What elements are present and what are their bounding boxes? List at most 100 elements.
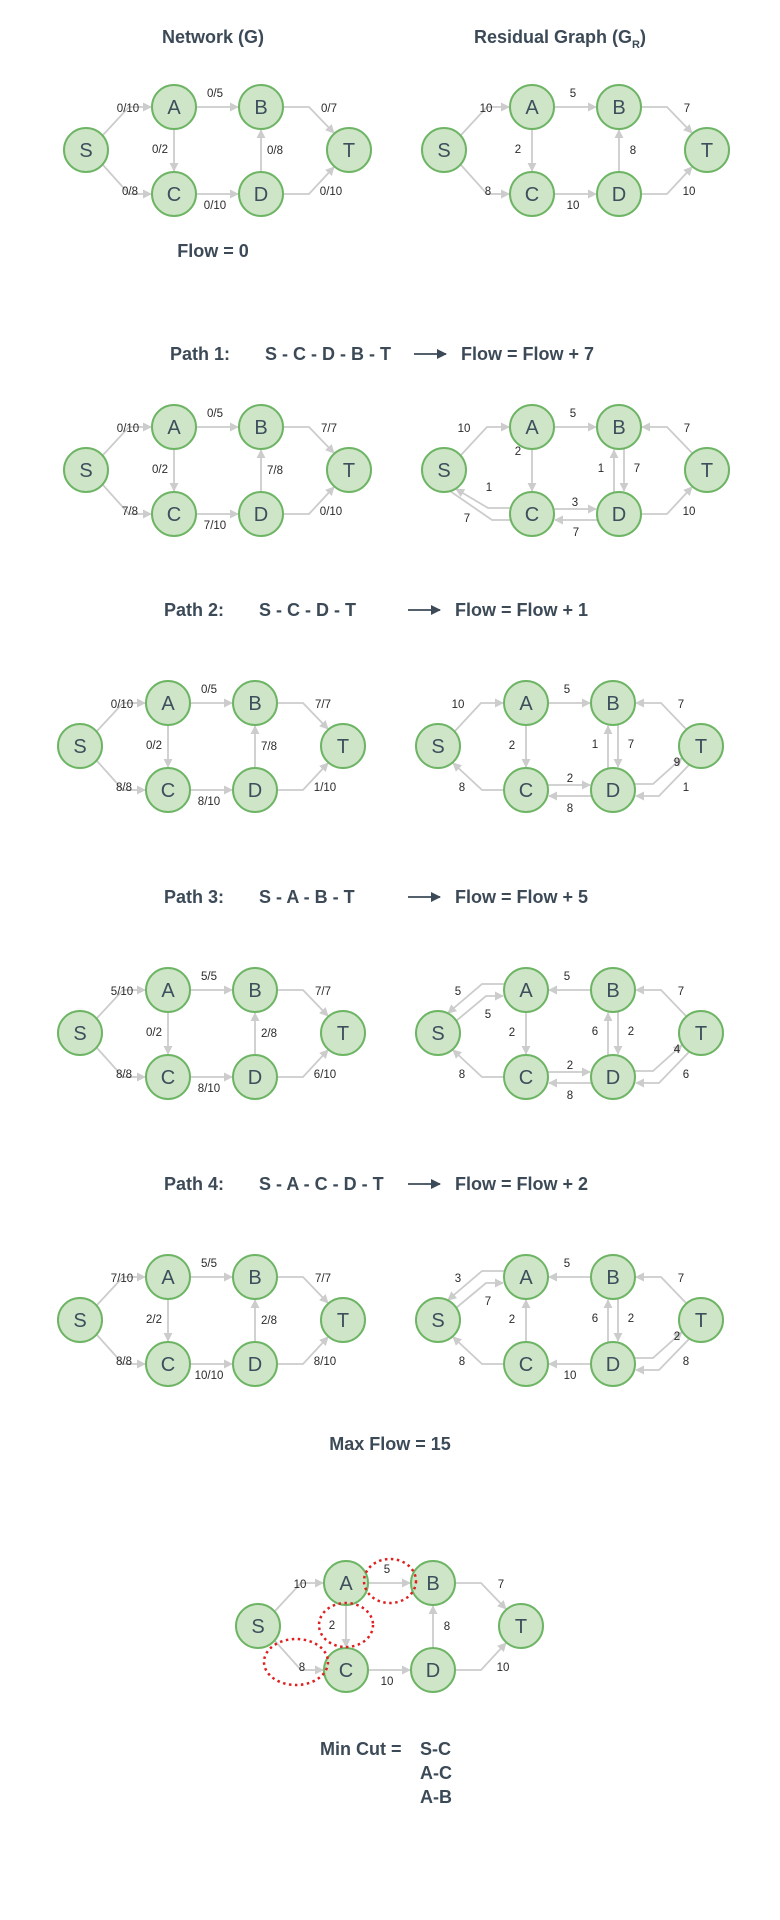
path3-network-node-c bbox=[145, 1054, 191, 1100]
p1r-label-d-c: 7 bbox=[573, 527, 579, 539]
path2-network-edge-d-t bbox=[277, 762, 329, 791]
p2r-node-c bbox=[503, 767, 549, 813]
p3r-label-b-a: 5 bbox=[564, 971, 570, 983]
p1r-node-a bbox=[509, 404, 555, 450]
p1r-edge-t-b bbox=[641, 422, 693, 454]
path1-network-node-s bbox=[63, 447, 109, 493]
p1r-node-s bbox=[421, 447, 467, 493]
p1r-label-d-t: 10 bbox=[683, 506, 696, 518]
initial-residual-label-s-a: 10 bbox=[480, 103, 493, 115]
path1-network-label-b-t: 7/7 bbox=[321, 423, 337, 435]
p4r-node-label-s: S bbox=[431, 1310, 444, 1332]
path3-network-edge-d-t bbox=[277, 1049, 329, 1078]
p3r-node-b bbox=[590, 967, 636, 1013]
svg-text:S - C - D - T: S - C - D - T bbox=[259, 600, 356, 620]
min-cut-graph-node-label-d: D bbox=[426, 1660, 440, 1682]
initial-network-node-a bbox=[151, 84, 197, 130]
p3r-node-c bbox=[503, 1054, 549, 1100]
min-cut-graph-edge-s-c bbox=[274, 1640, 324, 1675]
path-1-header: Path 1: S - C - D - B - T Flow = Flow + … bbox=[170, 344, 594, 364]
path2-network-node-t bbox=[320, 723, 366, 769]
p2r-node-label-d: D bbox=[606, 780, 620, 802]
path3-network-label-b-t: 7/7 bbox=[315, 986, 331, 998]
p2r-label-d-t: 9 bbox=[674, 757, 680, 769]
path1-network-node-label-c: C bbox=[167, 504, 181, 526]
p2r-node-label-a: A bbox=[519, 693, 533, 715]
p2r-label-d-c: 8 bbox=[567, 803, 573, 815]
p1r-label-c-s-2: 7 bbox=[464, 513, 470, 525]
initial-residual-label-a-b: 5 bbox=[570, 88, 576, 100]
p2r-label-b-d: 7 bbox=[628, 739, 634, 751]
path2-network-node-label-a: A bbox=[161, 693, 175, 715]
svg-text:S - A - C - D - T: S - A - C - D - T bbox=[259, 1174, 384, 1194]
initial-network-label-c-d: 0/10 bbox=[204, 200, 226, 212]
p2r-edge-s-a bbox=[454, 698, 504, 732]
initial-residual-edge-d-t bbox=[641, 166, 693, 195]
p4r-node-label-a: A bbox=[519, 1267, 533, 1289]
p3r-node-label-d: D bbox=[606, 1067, 620, 1089]
p2r-node-label-t: T bbox=[695, 736, 707, 758]
p4r-edge-t-b bbox=[635, 1272, 687, 1304]
initial-network-edge-b-t bbox=[283, 106, 335, 134]
p1r-label-c-d: 3 bbox=[572, 497, 578, 509]
path2-network-node-s bbox=[57, 723, 103, 769]
p2r-label-d-b: 1 bbox=[592, 739, 598, 751]
path2-network-node-label-b: B bbox=[248, 693, 261, 715]
p1r-node-label-t: T bbox=[701, 460, 713, 482]
path3-network-node-label-t: T bbox=[337, 1023, 349, 1045]
path3-network-edge-s-c bbox=[96, 1047, 146, 1082]
max-flow-label: Max Flow = 15 bbox=[329, 1434, 451, 1454]
p4r-node-d bbox=[590, 1341, 636, 1387]
initial-residual-label-a-c: 2 bbox=[515, 144, 521, 156]
p3r-node-t bbox=[678, 1010, 724, 1056]
p2r-label-a-c: 2 bbox=[509, 740, 515, 752]
initial-network-label-a-c: 0/2 bbox=[152, 144, 168, 156]
min-cut-graph-label-s-a: 10 bbox=[294, 1579, 307, 1591]
path3-network-node-s bbox=[57, 1010, 103, 1056]
initial-residual-node-label-a: A bbox=[525, 97, 539, 119]
initial-residual-node-b bbox=[596, 84, 642, 130]
path1-network-label-d-t: 0/10 bbox=[320, 506, 342, 518]
path1-network-label-s-c: 7/8 bbox=[122, 506, 138, 518]
min-cut-graph-node-t bbox=[498, 1603, 544, 1649]
path4-network-node-label-c: C bbox=[161, 1354, 175, 1376]
path4-network-label-a-b: 5/5 bbox=[201, 1258, 217, 1270]
p2r-edge-d-t bbox=[635, 757, 683, 785]
path3-network-node-d bbox=[232, 1054, 278, 1100]
initial-network-edge-s-c bbox=[102, 164, 152, 199]
p2r-node-label-b: B bbox=[606, 693, 619, 715]
path-4-header: Path 4: S - A - C - D - T Flow = Flow + … bbox=[164, 1174, 588, 1194]
svg-text:Flow = Flow + 2: Flow = Flow + 2 bbox=[455, 1174, 588, 1194]
min-cut-graph-node-label-b: B bbox=[426, 1573, 439, 1595]
path4-network-node-b bbox=[232, 1254, 278, 1300]
path1-network-node-label-b: B bbox=[254, 417, 267, 439]
min-cut-graph-node-label-t: T bbox=[515, 1616, 527, 1638]
initial-residual-node-label-d: D bbox=[612, 184, 626, 206]
svg-text:Flow = Flow + 7: Flow = Flow + 7 bbox=[461, 344, 594, 364]
svg-text:Flow = Flow + 5: Flow = Flow + 5 bbox=[455, 887, 588, 907]
path4-network-label-c-d: 10/10 bbox=[195, 1370, 224, 1382]
svg-text:Path 3:: Path 3: bbox=[164, 887, 224, 907]
initial-residual-edge-s-c bbox=[460, 164, 510, 199]
p1r-label-c-s-1: 1 bbox=[486, 482, 492, 494]
path3-network-label-d-b: 2/8 bbox=[261, 1028, 277, 1040]
min-cut-graph-label-d-b: 8 bbox=[444, 1621, 450, 1633]
min-cut-graph-label-d-t: 10 bbox=[497, 1662, 510, 1674]
path3-network-node-a bbox=[145, 967, 191, 1013]
p2r-label-s-a: 10 bbox=[452, 699, 465, 711]
initial-network-label-s-a: 0/10 bbox=[117, 103, 139, 115]
p4r-label-t-d: 8 bbox=[683, 1356, 689, 1368]
p3r-edge-c-s bbox=[452, 1049, 504, 1078]
p2r-node-a bbox=[503, 680, 549, 726]
path3-network-label-s-a: 5/10 bbox=[111, 986, 133, 998]
path1-network-edge-s-a bbox=[102, 422, 152, 456]
p2r-label-c-s: 8 bbox=[459, 782, 465, 794]
path2-network-label-s-c: 8/8 bbox=[116, 782, 132, 794]
path-3-header: Path 3: S - A - B - T Flow = Flow + 5 bbox=[164, 887, 588, 907]
